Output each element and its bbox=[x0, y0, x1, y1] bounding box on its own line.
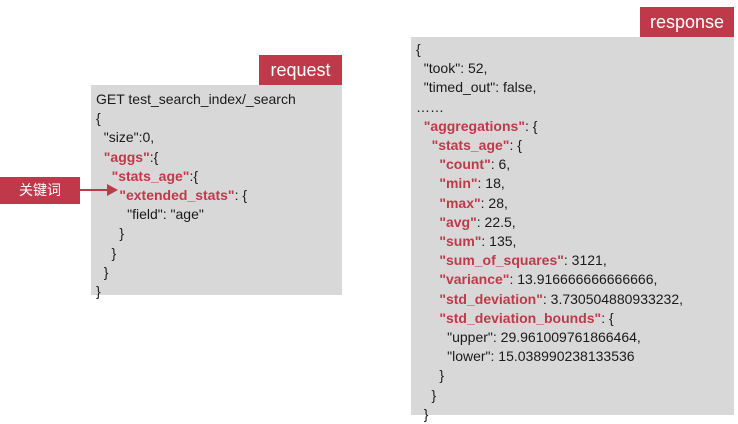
code-line: "lower": 15.038990238133536 bbox=[447, 348, 635, 365]
code-line: "field": "age" bbox=[127, 206, 204, 223]
code-line: "max": 28, bbox=[439, 194, 508, 211]
keyword-label: 关键词 bbox=[0, 177, 80, 204]
code-line: } bbox=[416, 386, 437, 403]
code-line: "variance": 13.916666666666666, bbox=[439, 271, 658, 288]
request-code: GET test_search_index/_search { "size":0,… bbox=[96, 90, 296, 301]
response-code: { "took": 52, "timed_out": false, …… "agg… bbox=[416, 40, 683, 424]
code-line: } bbox=[416, 367, 445, 384]
code-line: "count": 6, bbox=[439, 156, 511, 173]
code-line: "sum": 135, bbox=[439, 233, 517, 250]
code-line: "sum_of_squares": 3121, bbox=[439, 252, 607, 269]
code-line: "aggs":{ bbox=[103, 148, 159, 165]
code-line: "min": 18, bbox=[439, 175, 505, 192]
code-line: "extended_stats": { bbox=[119, 187, 248, 204]
response-code-panel: { "took": 52, "timed_out": false, …… "agg… bbox=[411, 37, 734, 422]
arrow-right-icon bbox=[78, 184, 118, 196]
code-line: …… bbox=[416, 98, 444, 115]
code-line: "avg": 22.5, bbox=[439, 213, 516, 230]
code-line: "aggregations": { bbox=[423, 117, 538, 134]
response-label: response bbox=[640, 7, 734, 37]
code-line: "stats_age": { bbox=[431, 137, 522, 154]
code-line: } bbox=[96, 283, 101, 300]
code-line: { bbox=[416, 41, 421, 57]
code-line: "took": 52, bbox=[423, 60, 488, 77]
code-line: "std_deviation": 3.730504880933232, bbox=[439, 290, 684, 307]
code-line: "timed_out": false, bbox=[423, 79, 537, 96]
request-label: request bbox=[259, 55, 342, 85]
code-line: } bbox=[96, 244, 117, 261]
code-line: "size":0, bbox=[103, 129, 155, 146]
code-line: "stats_age":{ bbox=[111, 167, 199, 184]
code-line: } bbox=[96, 263, 109, 280]
code-line: } bbox=[96, 225, 125, 242]
code-line: GET test_search_index/_search bbox=[96, 91, 296, 107]
request-code-panel: GET test_search_index/_search { "size":0,… bbox=[91, 85, 342, 299]
code-line: { bbox=[96, 110, 101, 127]
code-line: } bbox=[416, 405, 429, 422]
code-line: "std_deviation_bounds": { bbox=[439, 309, 614, 326]
code-line: "upper": 29.961009761866464, bbox=[447, 329, 641, 346]
